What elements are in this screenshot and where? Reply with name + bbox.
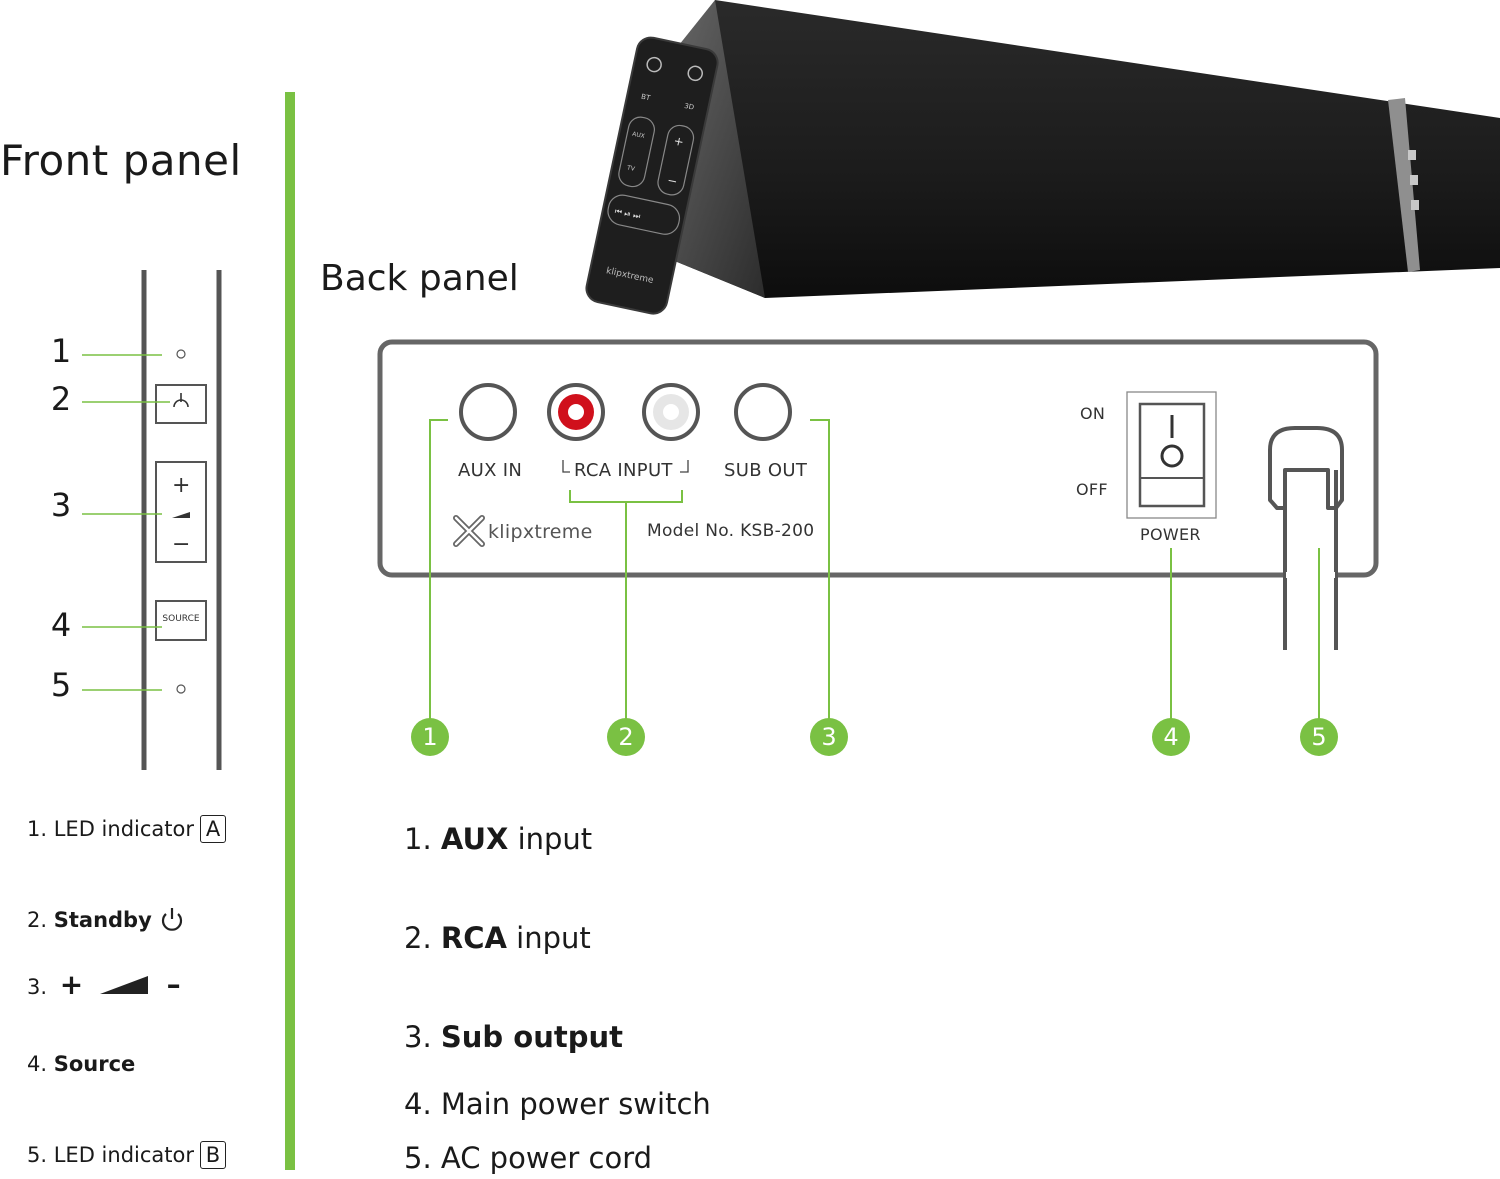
standby-button — [155, 384, 207, 424]
badge-a: A — [200, 815, 226, 843]
front-legend-4: 4. Source — [27, 1052, 136, 1076]
svg-text:+: + — [172, 473, 190, 498]
model-number: Model No. KSB-200 — [647, 521, 815, 541]
soundbar-control-strip — [1388, 98, 1420, 272]
volume-ramp-icon — [99, 976, 148, 994]
front-panel-title: Front panel — [0, 136, 242, 185]
sub-out-label: SUB OUT — [724, 460, 808, 481]
back-legend-5: 5. AC power cord — [404, 1141, 653, 1175]
callout-5: 5 — [1300, 718, 1338, 756]
front-number-4: 4 — [50, 606, 72, 644]
minus-icon: – — [166, 968, 181, 1001]
svg-text:TV: TV — [625, 164, 636, 173]
back-legend-2: 2. RCA input — [404, 921, 591, 955]
back-legend-3: 3. Sub output — [404, 1020, 623, 1054]
svg-text:+: + — [672, 133, 685, 149]
svg-text:BT: BT — [640, 93, 651, 103]
svg-text:AUX: AUX — [632, 131, 646, 140]
switch-on-label: ON — [1080, 404, 1106, 423]
product-photo: BT 3D AUX TV + − ⏮ ⏯ ⏭ klipxtreme — [585, 0, 1500, 315]
back-panel-title: Back panel — [320, 258, 519, 299]
green-divider — [285, 92, 295, 1170]
ac-power-cord — [1268, 426, 1344, 650]
svg-text:−: − — [666, 173, 679, 189]
aux-in-label: AUX IN — [458, 460, 523, 481]
led-indicator-a — [176, 349, 186, 359]
rca-input-label: RCA INPUT — [574, 460, 673, 481]
front-panel-diagram: + − SOURCE — [82, 270, 222, 770]
power-icon — [162, 908, 183, 931]
soundbar — [660, 0, 1500, 298]
front-number-3: 3 — [50, 486, 72, 524]
front-number-1: 1 — [50, 332, 72, 370]
callout-1: 1 — [411, 718, 449, 756]
plus-icon: + — [59, 968, 84, 1001]
callout-2: 2 — [607, 718, 645, 756]
switch-off-label: OFF — [1076, 480, 1108, 499]
front-legend-3: 3. + – — [27, 968, 181, 1001]
callout-3: 3 — [810, 718, 848, 756]
front-number-2: 2 — [50, 380, 72, 418]
badge-b: B — [200, 1141, 226, 1169]
led-indicator-b — [176, 684, 186, 694]
aux-in-jack — [459, 383, 517, 441]
volume-buttons — [155, 461, 207, 563]
back-panel-diagram — [377, 339, 1379, 722]
callout-4: 4 — [1152, 718, 1190, 756]
klipxtreme-logo — [453, 515, 485, 547]
back-legend-1: 1. AUX input — [404, 822, 593, 856]
brand-name: klipxtreme — [488, 521, 593, 543]
remote-control: BT 3D AUX TV + − ⏮ ⏯ ⏭ klipxtreme — [585, 36, 719, 315]
power-label: POWER — [1140, 525, 1201, 544]
front-legend-2: 2. Standby — [27, 905, 186, 933]
svg-text:−: − — [172, 532, 190, 557]
sub-out-jack — [734, 383, 792, 441]
back-legend-4: 4. Main power switch — [404, 1087, 711, 1121]
front-number-5: 5 — [50, 666, 72, 704]
svg-text:3D: 3D — [683, 102, 694, 112]
svg-text:SOURCE: SOURCE — [162, 614, 199, 624]
